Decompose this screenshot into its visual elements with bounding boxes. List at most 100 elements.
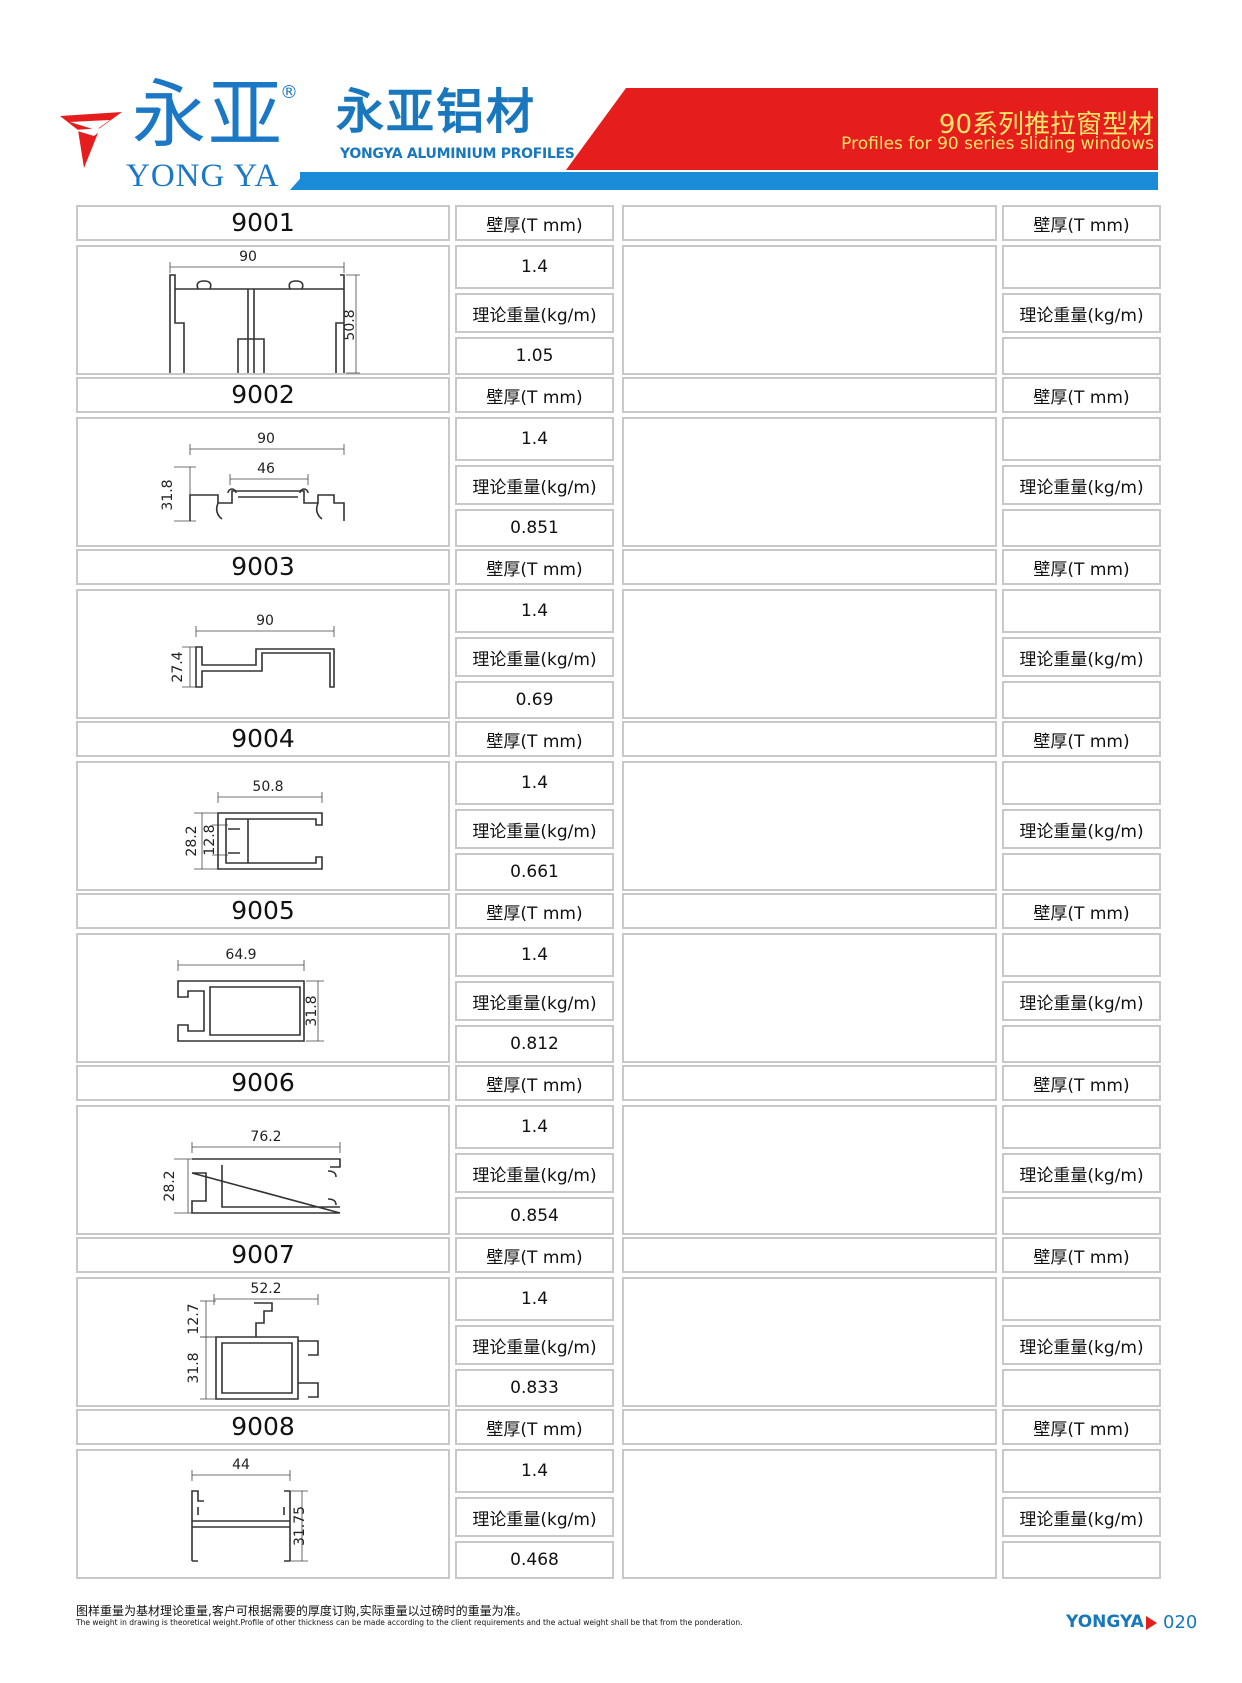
- thickness-label-right: 壁厚(T mm): [1002, 1065, 1161, 1101]
- empty-drawing-cell: [622, 589, 997, 719]
- weight-label-right: 理论重量(kg/m): [1002, 809, 1161, 849]
- dim-top-height: 12.7: [186, 1303, 202, 1334]
- profile-code: 9004: [76, 721, 450, 757]
- footer-note-english: The weight in drawing is theoretical wei…: [76, 1618, 743, 1627]
- thickness-label: 壁厚(T mm): [455, 1237, 614, 1273]
- profile-section-drawing: 64.931.8: [177, 947, 324, 1042]
- thickness-value: 1.4: [455, 417, 614, 461]
- brand-english-title: YONGYA ALUMINIUM PROFILES: [340, 146, 575, 162]
- weight-value: 0.468: [455, 1541, 614, 1579]
- header-blue-bar: [300, 172, 1158, 190]
- thickness-value: 1.4: [455, 761, 614, 805]
- dim-height: 31.8: [304, 995, 320, 1026]
- dim-height: 28.2: [162, 1170, 178, 1201]
- yongya-logo-icon: [60, 112, 122, 168]
- logo-chinese-name: 永亚: [132, 72, 284, 158]
- empty-weight-value: [1002, 509, 1161, 547]
- thickness-label-right: 壁厚(T mm): [1002, 549, 1161, 585]
- thickness-label: 壁厚(T mm): [455, 205, 614, 241]
- thickness-value: 1.4: [455, 1277, 614, 1321]
- profile-section-drawing: 90 46 31.8: [160, 431, 345, 522]
- dim-inner-height: 12.8: [202, 824, 218, 855]
- thickness-value: 1.4: [455, 1449, 614, 1493]
- thickness-value: 1.4: [455, 933, 614, 977]
- profile-code: 9001: [76, 205, 450, 241]
- thickness-label: 壁厚(T mm): [455, 1065, 614, 1101]
- empty-code-cell: [622, 549, 997, 585]
- weight-label: 理论重量(kg/m): [455, 1325, 614, 1365]
- series-title-chinese: 90系列推拉窗型材: [938, 110, 1154, 140]
- weight-value: 0.851: [455, 509, 614, 547]
- registered-mark: ®: [280, 82, 298, 103]
- profile-code: 9006: [76, 1065, 450, 1101]
- thickness-label: 壁厚(T mm): [455, 893, 614, 929]
- empty-code-cell: [622, 893, 997, 929]
- logo-english-name: YONG YA: [126, 158, 280, 194]
- thickness-label-right: 壁厚(T mm): [1002, 1237, 1161, 1273]
- weight-value: 1.05: [455, 337, 614, 375]
- empty-thickness-value: [1002, 933, 1161, 977]
- weight-label-right: 理论重量(kg/m): [1002, 1497, 1161, 1537]
- empty-weight-value: [1002, 1197, 1161, 1235]
- weight-label-right: 理论重量(kg/m): [1002, 1153, 1161, 1193]
- page-arrow-icon: [1146, 1616, 1157, 1630]
- empty-code-cell: [622, 1409, 997, 1445]
- empty-code-cell: [622, 377, 997, 413]
- profile-drawing-cell: 76.2 28.2: [76, 1105, 450, 1235]
- empty-weight-value: [1002, 853, 1161, 891]
- series-title-english: Profiles for 90 series sliding windows: [841, 134, 1154, 154]
- empty-drawing-cell: [622, 933, 997, 1063]
- footer-note-chinese: 图样重量为基材理论重量,客户可根据需要的厚度订购,实际重量以过磅时的重量为准。: [76, 1604, 528, 1618]
- profile-code: 9005: [76, 893, 450, 929]
- empty-drawing-cell: [622, 417, 997, 547]
- profile-code: 9007: [76, 1237, 450, 1273]
- empty-weight-value: [1002, 1025, 1161, 1063]
- empty-weight-value: [1002, 337, 1161, 375]
- thickness-label-right: 壁厚(T mm): [1002, 721, 1161, 757]
- profile-code: 9003: [76, 549, 450, 585]
- weight-label-right: 理论重量(kg/m): [1002, 1325, 1161, 1365]
- thickness-value: 1.4: [455, 589, 614, 633]
- empty-drawing-cell: [622, 245, 997, 375]
- dim-inner-width: 46: [257, 461, 275, 477]
- empty-thickness-value: [1002, 417, 1161, 461]
- weight-value: 0.69: [455, 681, 614, 719]
- thickness-label-right: 壁厚(T mm): [1002, 1409, 1161, 1445]
- weight-value: 0.812: [455, 1025, 614, 1063]
- dim-height: 31.75: [292, 1506, 308, 1546]
- header-red-banner: [566, 88, 1158, 170]
- weight-value: 0.854: [455, 1197, 614, 1235]
- dim-height: 27.4: [170, 651, 186, 682]
- dim-height: 31.8: [186, 1352, 202, 1383]
- weight-label-right: 理论重量(kg/m): [1002, 293, 1161, 333]
- dim-height: 50.8: [342, 309, 358, 340]
- empty-weight-value: [1002, 1369, 1161, 1407]
- weight-label: 理论重量(kg/m): [455, 1497, 614, 1537]
- empty-thickness-value: [1002, 245, 1161, 289]
- empty-drawing-cell: [622, 761, 997, 891]
- thickness-value: 1.4: [455, 245, 614, 289]
- empty-code-cell: [622, 205, 997, 241]
- page-number: 020: [1163, 1612, 1198, 1633]
- thickness-label-right: 壁厚(T mm): [1002, 205, 1161, 241]
- thickness-label: 壁厚(T mm): [455, 549, 614, 585]
- weight-label: 理论重量(kg/m): [455, 465, 614, 505]
- thickness-label: 壁厚(T mm): [455, 721, 614, 757]
- profile-section-drawing: 76.2 28.2: [162, 1129, 341, 1214]
- dim-height: 28.2: [184, 825, 200, 856]
- empty-code-cell: [622, 1237, 997, 1273]
- dim-height: 31.8: [160, 479, 176, 510]
- dim-width: 90: [257, 431, 275, 447]
- empty-drawing-cell: [622, 1449, 997, 1579]
- dim-width: 76.2: [250, 1129, 281, 1145]
- thickness-label: 壁厚(T mm): [455, 1409, 614, 1445]
- thickness-value: 1.4: [455, 1105, 614, 1149]
- empty-drawing-cell: [622, 1277, 997, 1407]
